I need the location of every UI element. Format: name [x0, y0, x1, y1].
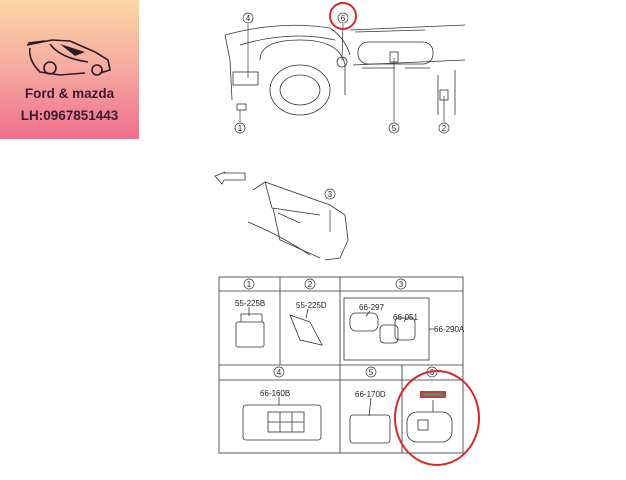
part-number: 66-160B: [260, 389, 290, 398]
callout-6-label: 6: [341, 14, 346, 23]
table-header-4: 4: [277, 368, 282, 377]
callout-3: [324, 188, 336, 200]
table-header-6: 6: [430, 368, 435, 377]
callout-1-label: 1: [238, 124, 243, 133]
part-number: 66-051: [393, 313, 418, 322]
sports-car-icon: [26, 39, 111, 76]
part-number: 66-170D: [355, 390, 386, 399]
part-number: 66-290A: [434, 325, 465, 334]
highlight-circle: [394, 370, 480, 466]
logo-phone: LH:0967851443: [20, 108, 119, 123]
table-header-1: 1: [247, 280, 252, 289]
table-header-2: 2: [308, 280, 313, 289]
table-header-3: 3: [399, 280, 404, 289]
callout-6: [337, 12, 349, 24]
logo-badge: Ford & mazda LH:0967851443: [0, 0, 139, 139]
logo-title: Ford & mazda: [24, 86, 115, 101]
front-arrow-icon: [214, 171, 246, 185]
callout-2: [438, 122, 450, 134]
parts-table: [218, 276, 464, 454]
callout-5-label: 5: [392, 124, 397, 133]
callout-2-label: 2: [442, 124, 447, 133]
table-header-5: 5: [369, 368, 374, 377]
callout-4-label: 4: [246, 14, 251, 23]
callout-1: [234, 122, 246, 134]
callout-5: [388, 122, 400, 134]
callout-3-label: 3: [328, 190, 333, 199]
part-number: 55-225B: [235, 299, 265, 308]
part-number: 55-225D: [296, 301, 327, 310]
console-diagram: [214, 171, 349, 261]
callout-4: [242, 12, 254, 24]
part-number: 66-297: [359, 303, 384, 312]
highlight-circle: [329, 2, 357, 30]
